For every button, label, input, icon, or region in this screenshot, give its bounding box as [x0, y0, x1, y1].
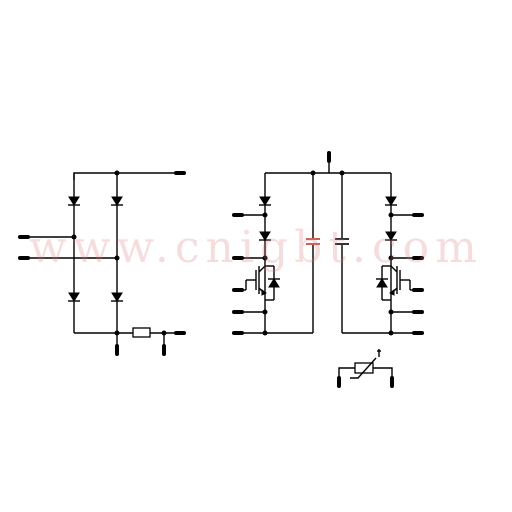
inverter-section — [232, 151, 424, 336]
diode-icon — [111, 292, 123, 302]
junction-dot — [262, 255, 268, 261]
junction-dot — [114, 170, 120, 176]
diode-icon — [259, 231, 271, 241]
diode-icon — [68, 292, 80, 302]
junction-dot — [310, 170, 316, 176]
rectifier-bridge — [18, 170, 186, 356]
junction-dot — [262, 212, 268, 218]
junction-dot — [388, 255, 394, 261]
thermistor — [337, 349, 394, 388]
junction-dot — [71, 234, 77, 240]
junction-dot — [262, 309, 268, 315]
junction-dot — [114, 255, 120, 261]
capacitor-icon — [335, 238, 349, 245]
junction-dot — [388, 330, 394, 336]
igbt-icon — [376, 265, 410, 301]
diode-icon — [259, 196, 271, 206]
igbt-icon — [246, 265, 280, 301]
junction-dot — [339, 170, 345, 176]
diode-icon — [68, 196, 80, 206]
bridge-top-bus — [73, 172, 182, 180]
junction-dot — [388, 212, 394, 218]
junction-dot — [114, 330, 120, 336]
junction-dot — [262, 330, 268, 336]
diode-icon — [385, 196, 397, 206]
junction-dot — [388, 309, 394, 315]
resistor-icon — [132, 327, 151, 338]
capacitor-icon — [306, 238, 320, 245]
thermistor-icon — [354, 362, 374, 374]
diode-icon — [385, 231, 397, 241]
diode-icon — [111, 196, 123, 206]
